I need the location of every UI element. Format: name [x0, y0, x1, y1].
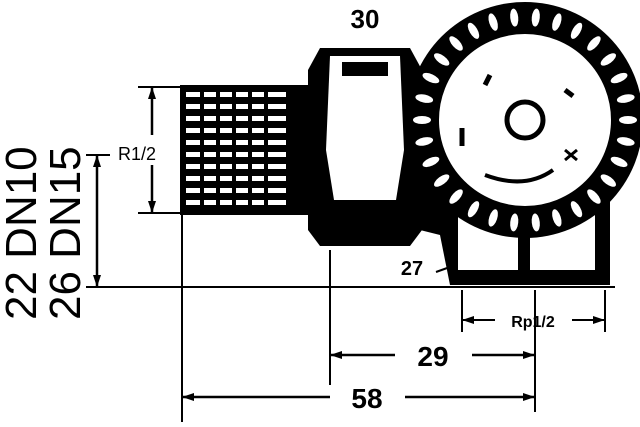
- knob-grip-rib: [616, 94, 635, 103]
- knob-grip-rib: [488, 209, 498, 227]
- knob-grip-rib: [415, 94, 434, 103]
- height-dn10-label: 22 DN10: [0, 146, 46, 320]
- knob-grip-rib: [422, 72, 440, 84]
- knob-grip-rib: [610, 156, 628, 168]
- offset-label: 29: [417, 341, 448, 372]
- height-dn15-label: 26 DN15: [41, 146, 90, 320]
- knob-grip-rib: [449, 189, 463, 204]
- knob-grip-rib: [413, 116, 431, 124]
- overall-length-label: 58: [351, 383, 382, 414]
- body-size-label: 27: [401, 258, 423, 280]
- knob-grip-rib: [600, 174, 616, 187]
- knob-grip-rib: [467, 22, 480, 39]
- hex-nut: [308, 48, 422, 246]
- knob-grip-rib: [510, 213, 519, 232]
- knob-grip-rib: [616, 137, 635, 146]
- knob-grip-rib: [619, 116, 637, 124]
- knob-grip-rib: [488, 13, 498, 31]
- knob-grip-rib: [434, 53, 450, 66]
- knob-grip-rib: [570, 201, 583, 218]
- knob-grip-rib: [434, 174, 450, 187]
- knob-grip-rib: [570, 22, 583, 39]
- knob-grip-rib: [552, 13, 562, 31]
- knob-grip-rib: [600, 53, 616, 66]
- threaded-inlet: [180, 85, 312, 215]
- knob-grip-rib: [587, 36, 601, 51]
- thread-outlet-label: Rp1/2: [511, 314, 555, 331]
- hex-size-label: 30: [351, 4, 380, 34]
- knob-grip-rib: [415, 137, 434, 146]
- knob-grip-rib: [449, 36, 463, 51]
- thermostat-knob: [407, 2, 640, 238]
- knob-grip-rib: [552, 209, 562, 227]
- knob-grip-rib: [610, 72, 628, 84]
- thread-inlet-label: R1/2: [118, 144, 156, 164]
- knob-grip-rib: [467, 201, 480, 218]
- knob-grip-rib: [510, 8, 519, 27]
- knob-grip-rib: [587, 189, 601, 204]
- knob-grip-rib: [531, 8, 540, 27]
- knob-grip-rib: [531, 213, 540, 232]
- knob-grip-rib: [422, 156, 440, 168]
